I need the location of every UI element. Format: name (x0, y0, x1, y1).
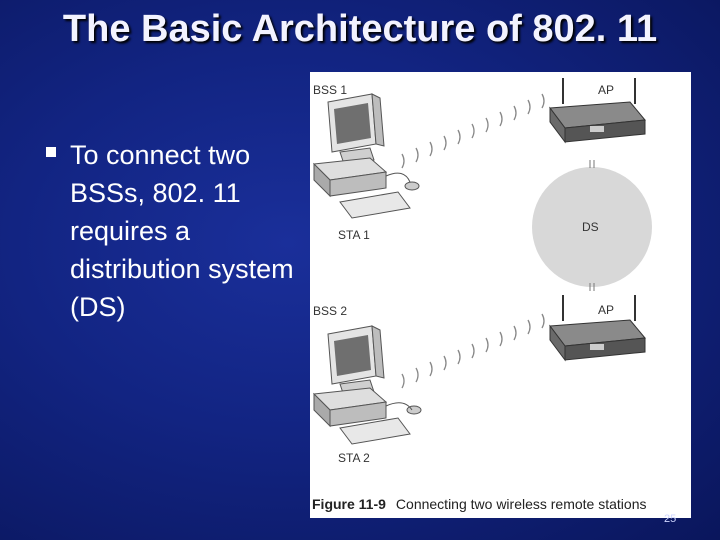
computer-icon-sta2 (312, 325, 422, 445)
distribution-system: DS (532, 167, 652, 287)
sta1-label: STA 1 (338, 228, 370, 242)
ds-connector-lines (589, 160, 595, 291)
diagram-canvas: BSS 1 BSS 2 DS AP (312, 78, 652, 465)
sta2-label: STA 2 (338, 451, 370, 465)
figure-number: Figure 11-9 (312, 496, 386, 512)
bullet-square-icon (46, 147, 56, 157)
bullet-text: To connect two BSSs, 802. 11 requires a … (70, 140, 294, 322)
computer-icon-sta1 (312, 93, 420, 219)
slide-title: The Basic Architecture of 802. 11 (62, 8, 658, 50)
figure-caption-text: Connecting two wireless remote stations (395, 496, 647, 512)
access-point-icon-top (549, 78, 646, 144)
access-point-icon-bottom (549, 295, 646, 362)
network-diagram: BSS 1 BSS 2 DS AP (310, 72, 691, 518)
ds-label: DS (582, 220, 599, 234)
page-number: 25 (664, 513, 677, 525)
wireless-signal-icon-bottom (401, 313, 545, 389)
bss2-label: BSS 2 (313, 304, 347, 318)
figure-caption: Figure 11-9 Connecting two wireless remot… (312, 496, 692, 512)
bullet-item: To connect two BSSs, 802. 11 requires a … (46, 136, 306, 326)
wireless-signal-icon-top (401, 93, 545, 169)
ap-bottom-label: AP (598, 303, 614, 317)
ap-top-label: AP (598, 83, 614, 97)
bss1-label: BSS 1 (313, 83, 347, 97)
